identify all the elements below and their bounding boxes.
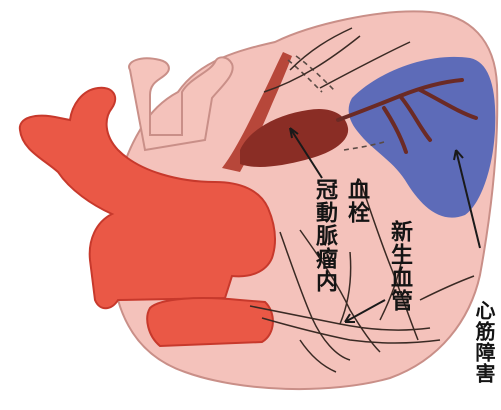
myocardial-damage-label: 心筋障害 [474, 300, 494, 384]
inferior-vena-cava [147, 298, 273, 346]
thrombus-label-line1: 冠動脈瘤内 [313, 178, 335, 293]
neovessel-label: 新生血管 [388, 220, 410, 312]
thrombus-label-line2: 血栓 [345, 178, 367, 224]
